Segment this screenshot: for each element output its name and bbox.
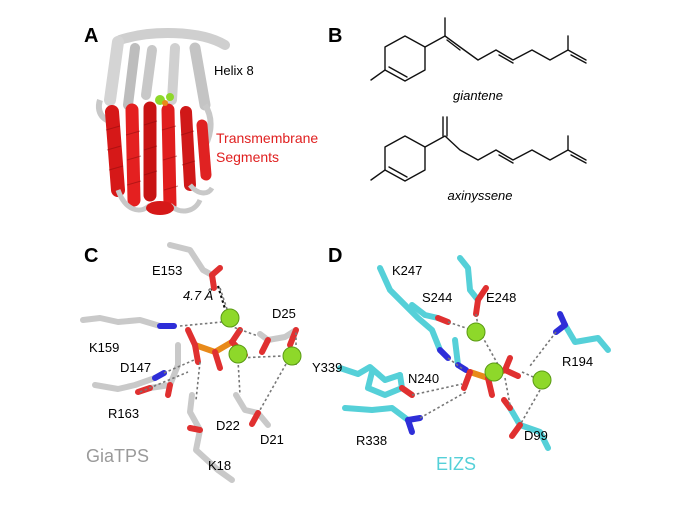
giatps-active-site (80, 242, 302, 483)
panel-c-letter: C (84, 245, 98, 267)
residue-y339: Y339 (312, 360, 342, 375)
residue-e153: E153 (152, 263, 182, 278)
residue-d99: D99 (524, 428, 548, 443)
residue-k18: K18 (208, 458, 231, 473)
protein-ribbon-structure (95, 28, 230, 215)
transmembrane-label-line1: Transmembrane (216, 130, 318, 146)
axinyssene-structure (370, 116, 587, 182)
giantene-structure (370, 17, 587, 82)
giantene-caption: giantene (453, 88, 503, 103)
residue-r194: R194 (562, 354, 593, 369)
residue-k159: K159 (89, 340, 119, 355)
residue-d22: D22 (216, 418, 240, 433)
panel-a-letter: A (84, 25, 98, 47)
residue-k247: K247 (392, 263, 422, 278)
eizs-active-site (337, 255, 611, 451)
panel-c: C (80, 242, 302, 483)
enzyme-label-giatps: GiaTPS (86, 446, 149, 466)
transmembrane-label-line2: Segments (216, 149, 279, 165)
panel-b: B giantene axinyssene (328, 17, 587, 203)
panel-a: A (84, 25, 318, 215)
residue-r163: R163 (108, 406, 139, 421)
axinyssene-caption: axinyssene (447, 188, 512, 203)
residue-d25: D25 (272, 306, 296, 321)
panel-b-letter: B (328, 25, 342, 47)
residue-e248: E248 (486, 290, 516, 305)
helix-8-label: Helix 8 (214, 63, 254, 78)
panel-d: D (312, 245, 611, 474)
enzyme-label-eizs: EIZS (436, 454, 476, 474)
residue-n240: N240 (408, 371, 439, 386)
distance-label: 4.7 Å (183, 288, 213, 303)
residue-r338: R338 (356, 433, 387, 448)
panel-d-letter: D (328, 245, 342, 267)
residue-s244: S244 (422, 290, 452, 305)
residue-d147: D147 (120, 360, 151, 375)
residue-d21: D21 (260, 432, 284, 447)
